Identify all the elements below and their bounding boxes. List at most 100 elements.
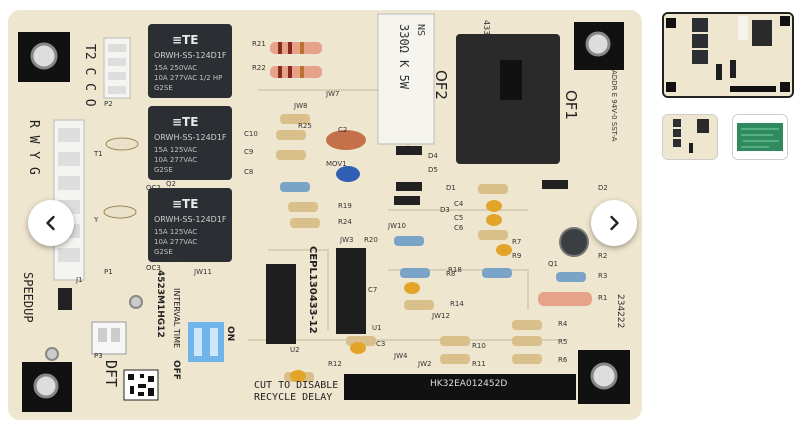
dft-label: DFT	[102, 360, 120, 387]
speedup-label: SPEEDUP	[21, 272, 35, 323]
svg-text:C6: C6	[454, 224, 464, 232]
svg-text:≡TE: ≡TE	[172, 33, 198, 47]
svg-text:R19: R19	[338, 202, 352, 210]
svg-text:OC2: OC2	[146, 184, 161, 192]
svg-text:C7: C7	[368, 286, 377, 294]
svg-text:CUT TO DISABLE: CUT TO DISABLE	[254, 380, 338, 391]
connector-middle-label: R W Y G	[26, 120, 41, 175]
svg-text:C10: C10	[244, 130, 258, 138]
svg-text:R24: R24	[338, 218, 352, 226]
svg-text:15A 125VAC: 15A 125VAC	[154, 228, 197, 236]
previous-image-button[interactable]	[28, 200, 74, 246]
svg-text:P3: P3	[94, 352, 103, 360]
svg-text:R7: R7	[512, 238, 521, 246]
svg-text:R25: R25	[298, 122, 312, 130]
svg-text:R2: R2	[598, 252, 607, 260]
svg-text:10A 277VAC: 10A 277VAC	[154, 156, 197, 164]
circuit-board-image: T2 C C O R W Y G SPEEDUP DFT ≡TE ORWH-SS…	[8, 10, 642, 420]
svg-text:R12: R12	[328, 360, 342, 368]
svg-text:ADDR E 94V-0 SST-A: ADDR E 94V-0 SST-A	[610, 70, 618, 142]
electrolytic-capacitor	[559, 227, 589, 257]
thumbnail-image-board-alt	[663, 115, 717, 159]
svg-text:R8: R8	[446, 270, 455, 278]
svg-text:G2SE: G2SE	[154, 84, 173, 92]
svg-text:4523M1HG12: 4523M1HG12	[155, 270, 165, 338]
svg-text:Q1: Q1	[548, 260, 558, 268]
svg-text:ORWH-SS-124D1F: ORWH-SS-124D1F	[154, 215, 227, 224]
svg-text:C9: C9	[244, 148, 253, 156]
svg-text:OF2: OF2	[432, 70, 450, 100]
svg-text:R21: R21	[252, 40, 266, 48]
svg-text:C8: C8	[244, 168, 253, 176]
thumbnail-1-selected[interactable]	[662, 12, 794, 98]
svg-text:C2: C2	[338, 126, 347, 134]
main-image-viewer[interactable]: T2 C C O R W Y G SPEEDUP DFT ≡TE ORWH-SS…	[8, 10, 642, 420]
svg-text:JW2: JW2	[417, 360, 431, 368]
svg-text:NS: NS	[415, 24, 426, 36]
svg-text:D5: D5	[428, 166, 438, 174]
svg-text:10A 277VAC: 10A 277VAC	[154, 238, 197, 246]
svg-text:OC1: OC1	[168, 254, 183, 262]
svg-text:R10: R10	[472, 342, 486, 350]
thumbnail-2[interactable]	[662, 114, 718, 160]
svg-text:D2: D2	[598, 184, 608, 192]
svg-text:ORWH-SS-124D1F: ORWH-SS-124D1F	[154, 133, 227, 142]
svg-text:MOV1: MOV1	[326, 160, 347, 168]
svg-text:R18: R18	[448, 266, 462, 274]
svg-text:R11: R11	[472, 360, 486, 368]
connector-p3	[91, 321, 127, 355]
next-image-button[interactable]	[591, 200, 637, 246]
thumbnail-image-board-back	[733, 115, 787, 159]
svg-text:OC3: OC3	[146, 264, 161, 272]
svg-text:R5: R5	[558, 338, 567, 346]
svg-text:JW8: JW8	[293, 102, 307, 110]
svg-text:JW10: JW10	[387, 222, 406, 230]
svg-text:R3: R3	[598, 272, 607, 280]
svg-text:J1: J1	[75, 276, 83, 284]
svg-text:G2SE: G2SE	[154, 166, 173, 174]
svg-text:U1: U1	[372, 324, 382, 332]
svg-text:≡TE: ≡TE	[172, 197, 198, 211]
ic-u2	[266, 264, 296, 344]
dip-switch	[188, 322, 224, 362]
svg-text:330Ω K 5W: 330Ω K 5W	[397, 24, 411, 90]
connector-top-label: T2 C C O	[82, 44, 97, 107]
svg-text:C3: C3	[376, 340, 385, 348]
svg-text:OF1: OF1	[562, 90, 580, 120]
svg-text:R4: R4	[558, 320, 568, 328]
svg-text:Q2: Q2	[166, 180, 176, 188]
svg-text:15A 250VAC: 15A 250VAC	[154, 64, 197, 72]
svg-text:234222: 234222	[615, 294, 625, 328]
svg-text:C5: C5	[454, 214, 463, 222]
svg-text:JW3: JW3	[339, 236, 353, 244]
svg-text:D4: D4	[428, 152, 438, 160]
svg-text:HK32EA012452D: HK32EA012452D	[430, 379, 507, 389]
svg-text:R22: R22	[252, 64, 266, 72]
relay-1: ≡TE ORWH-SS-124D1F 15A 250VAC 10A 277VAC…	[148, 24, 232, 98]
svg-text:10A 277VAC 1/2 HP: 10A 277VAC 1/2 HP	[154, 74, 222, 82]
svg-text:D3: D3	[440, 206, 450, 214]
svg-text:JW12: JW12	[431, 312, 450, 320]
svg-text:JW7: JW7	[325, 90, 339, 98]
thumbnail-3[interactable]	[732, 114, 788, 160]
svg-text:Y: Y	[93, 216, 99, 224]
svg-text:T1: T1	[93, 150, 103, 158]
svg-text:R14: R14	[450, 300, 464, 308]
svg-text:R1: R1	[598, 294, 607, 302]
svg-text:C4: C4	[454, 200, 464, 208]
ic-u1	[336, 248, 366, 334]
svg-text:U2: U2	[290, 346, 300, 354]
chevron-left-icon	[46, 215, 55, 231]
svg-text:D1: D1	[446, 184, 456, 192]
thumbnail-strip	[660, 10, 796, 160]
svg-text:P1: P1	[104, 268, 113, 276]
svg-text:OFF: OFF	[171, 360, 181, 380]
power-resistor: 330Ω K 5W NS	[377, 13, 435, 145]
svg-text:≡TE: ≡TE	[172, 115, 198, 129]
bottom-label-strip	[344, 374, 576, 400]
svg-text:R20: R20	[364, 236, 378, 244]
jumper-j1	[58, 288, 72, 310]
thumbnail-image-board	[664, 14, 792, 96]
svg-text:15A 125VAC: 15A 125VAC	[154, 146, 197, 154]
